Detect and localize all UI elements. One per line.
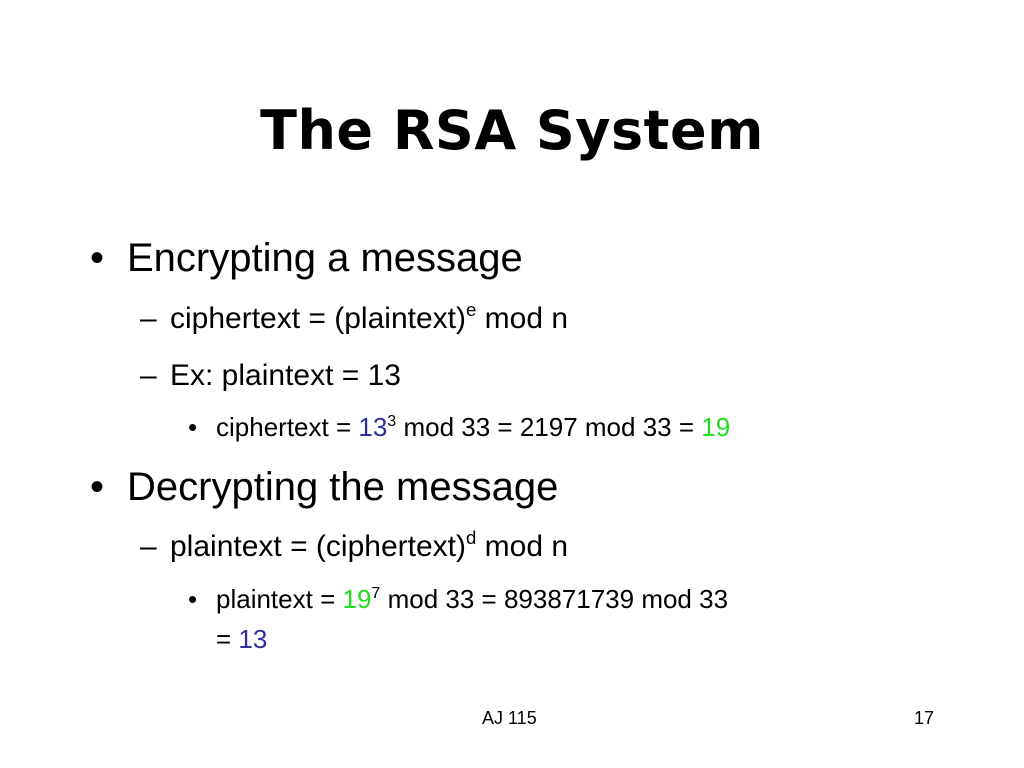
calc-result: 19 [701, 412, 731, 442]
bullet-dot: • [90, 236, 105, 280]
formula-text: ciphertext = (plaintext)e mod n [170, 300, 568, 338]
dash: – [140, 302, 157, 335]
calc-prefix: ciphertext = [216, 412, 359, 442]
formula-rhs: mod n [476, 530, 569, 563]
sub-sub-bullet-plain-calc-line2: = 13 [216, 623, 267, 655]
calc-line2-prefix: = [216, 624, 239, 654]
calc-middle: mod 33 = 893871739 mod 33 [380, 584, 729, 614]
formula-exponent: d [465, 527, 477, 549]
calc-base: 19 [342, 584, 372, 614]
calc-prefix: plaintext = [216, 584, 343, 614]
formula-rhs: mod n [476, 302, 569, 335]
calc-base: 13 [358, 412, 388, 442]
page-number: 17 [914, 708, 935, 728]
bullet-dot: • [188, 412, 198, 442]
bullet-text: Decrypting the message [127, 465, 559, 509]
calc-exponent: 7 [371, 584, 381, 603]
dash: – [140, 359, 157, 392]
bullet-dot: • [90, 465, 105, 509]
calc-text: ciphertext = 133 mod 33 = 2197 mod 33 = … [216, 411, 730, 443]
formula-text: plaintext = (ciphertext)d mod n [170, 528, 568, 566]
slide-title: The RSA System [260, 99, 764, 162]
footer-center: AJ 115 [482, 708, 537, 728]
calc-text: plaintext = 197 mod 33 = 893871739 mod 3… [216, 583, 728, 615]
calc-exponent: 3 [387, 412, 397, 431]
formula-lhs: plaintext = (ciphertext) [170, 530, 466, 563]
dash: – [140, 530, 157, 563]
bullet-text: Encrypting a message [127, 236, 523, 280]
formula-lhs: ciphertext = (plaintext) [170, 302, 466, 335]
calc-result: 13 [238, 624, 268, 654]
calc-middle: mod 33 = 2197 mod 33 = [396, 412, 702, 442]
bullet-dot: • [188, 584, 198, 614]
formula-exponent: e [465, 299, 477, 321]
example-text: Ex: plaintext = 13 [170, 359, 401, 392]
